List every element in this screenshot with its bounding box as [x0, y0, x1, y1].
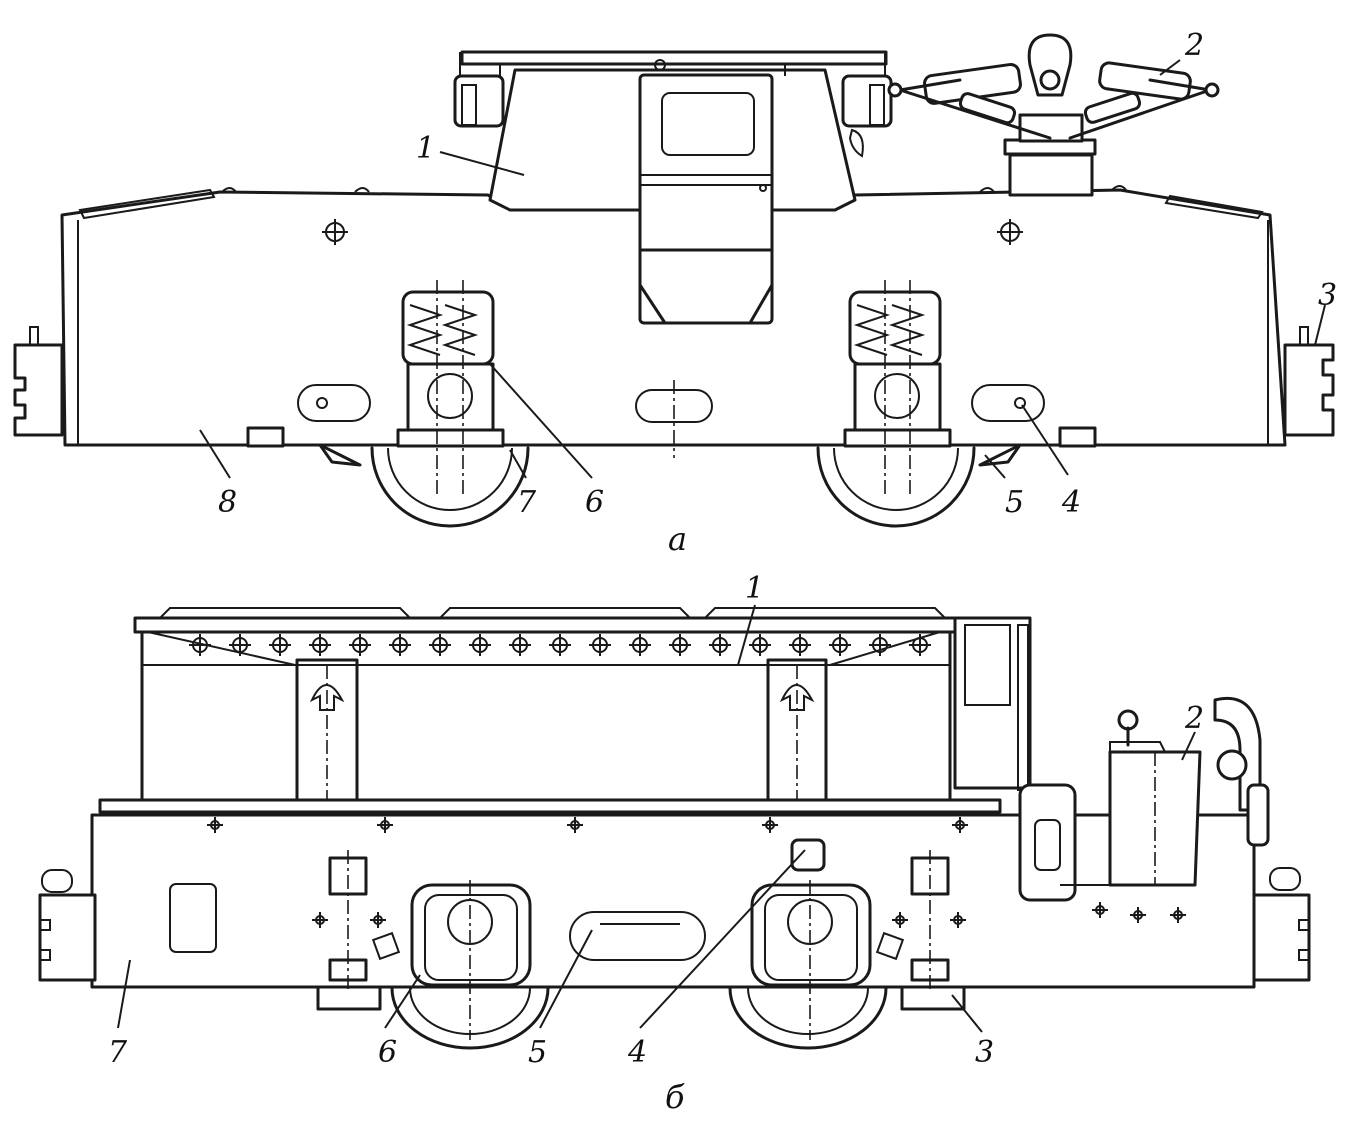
- label-a-5: 5: [1005, 485, 1024, 520]
- label-b-3: 3: [975, 1035, 994, 1070]
- spring-suspension-left-a: [396, 290, 505, 448]
- label-a-2: 2: [1184, 28, 1204, 63]
- caption-a: а: [668, 520, 687, 558]
- headlight-right-a: [841, 74, 893, 128]
- label-a-7: 7: [517, 485, 537, 520]
- frame-markers-b: [207, 817, 1186, 928]
- oval-hatch-center-a: [635, 380, 713, 458]
- frame-window-b: [169, 883, 217, 953]
- label-a-1: 1: [416, 131, 435, 166]
- view-b-side-elevation: 1 2 3 4 5 6 7 б: [38, 571, 1311, 1116]
- cab-window-a: [661, 92, 755, 156]
- rivet-markers-a: [322, 219, 1023, 245]
- label-a-4: 4: [1061, 485, 1081, 520]
- wheel-right-a: [816, 446, 976, 528]
- wheel-left-a: [370, 446, 530, 528]
- axle-box-right-b: [750, 880, 872, 1040]
- wheel-right-b: [728, 986, 888, 1050]
- oval-hatch-left-a: [297, 384, 371, 422]
- label-b-4: 4: [627, 1035, 647, 1070]
- label-a-3: 3: [1318, 278, 1337, 313]
- body-frame-b: [90, 813, 1256, 989]
- label-a-6: 6: [585, 485, 604, 520]
- label-b-6: 6: [378, 1035, 397, 1070]
- coupler-right-a: [1283, 326, 1335, 437]
- cab-unit-b: [1018, 696, 1270, 902]
- battery-bolts-b: [189, 634, 931, 656]
- oval-hatch-right-a: [971, 384, 1045, 422]
- axle-box-left-b: [410, 880, 532, 1040]
- label-b-7: 7: [108, 1035, 128, 1070]
- battery-box-b: [98, 607, 1002, 814]
- oval-hatch-center-b: [569, 911, 706, 961]
- view-a-side-elevation: 1 2 3 4 5 6 7 8 а: [13, 28, 1337, 558]
- pantograph-a: [887, 33, 1220, 197]
- caption-b: б: [665, 1078, 685, 1116]
- label-b-5: 5: [528, 1035, 547, 1070]
- label-b-1: 1: [745, 571, 764, 606]
- spring-suspension-right-a: [843, 290, 952, 448]
- coupler-left-a: [13, 326, 64, 437]
- headlight-left-a: [453, 74, 505, 128]
- label-b-2: 2: [1184, 701, 1204, 736]
- label-a-8: 8: [218, 485, 237, 520]
